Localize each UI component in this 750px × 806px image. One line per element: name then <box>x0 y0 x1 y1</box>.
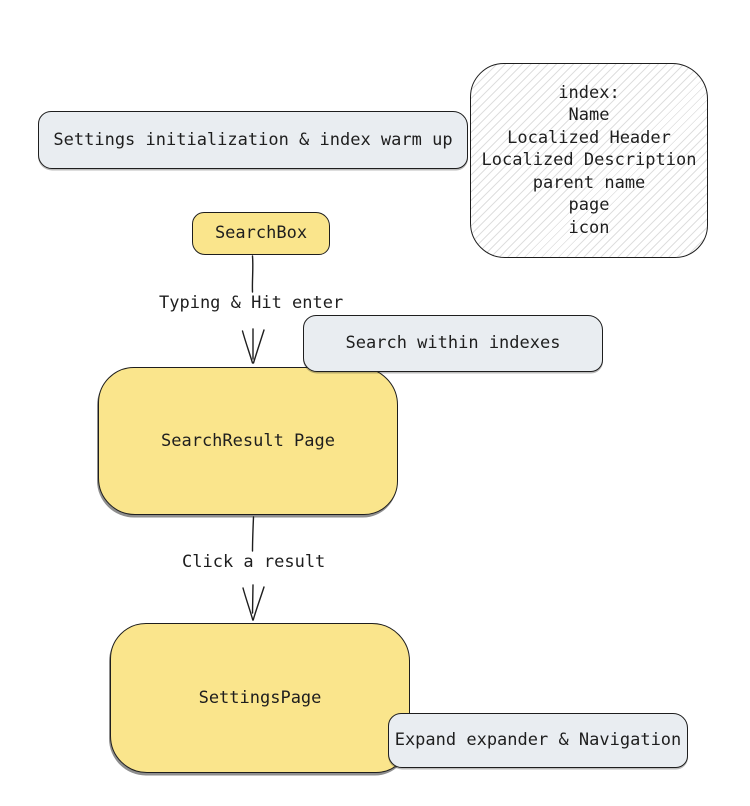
node-searchresult-page: SearchResult Page <box>98 367 398 515</box>
node-label: SettingsPage <box>198 687 322 708</box>
edge-label-typing-hit-enter: Typing & Hit enter <box>159 293 344 313</box>
arrow-shaft-click <box>251 516 255 552</box>
note-line: icon <box>568 217 610 238</box>
arrowhead-shaft-click <box>251 584 254 614</box>
node-index-fields-note: index: Name Localized Header Localized D… <box>470 63 708 258</box>
node-expand-expander-navigation: Expand expander & Navigation <box>388 713 688 768</box>
note-line: index: <box>558 83 620 104</box>
note-line: page <box>568 195 610 216</box>
node-label: SearchBox <box>214 223 308 244</box>
node-label: Search within indexes <box>345 333 561 354</box>
note-line: Localized Description <box>481 150 697 171</box>
node-settings-init-warmup: Settings initialization & index warm up <box>38 111 468 169</box>
node-label: Expand expander & Navigation <box>394 730 682 751</box>
arrowhead-left-click <box>242 587 254 621</box>
arrowhead-right-typing <box>252 329 265 364</box>
node-settingspage: SettingsPage <box>110 623 410 773</box>
note-line: Localized Header <box>507 127 671 148</box>
node-searchbox: SearchBox <box>192 212 330 255</box>
node-search-within-indexes: Search within indexes <box>303 315 603 372</box>
arrowhead-right-click <box>252 586 265 621</box>
node-label: SearchResult Page <box>161 430 335 451</box>
note-line: Name <box>568 105 610 126</box>
note-line: parent name <box>532 172 646 193</box>
arrowhead-left-typing <box>241 330 254 364</box>
edge-label-click-a-result: Click a result <box>182 552 326 572</box>
node-label: Settings initialization & index warm up <box>53 129 453 150</box>
